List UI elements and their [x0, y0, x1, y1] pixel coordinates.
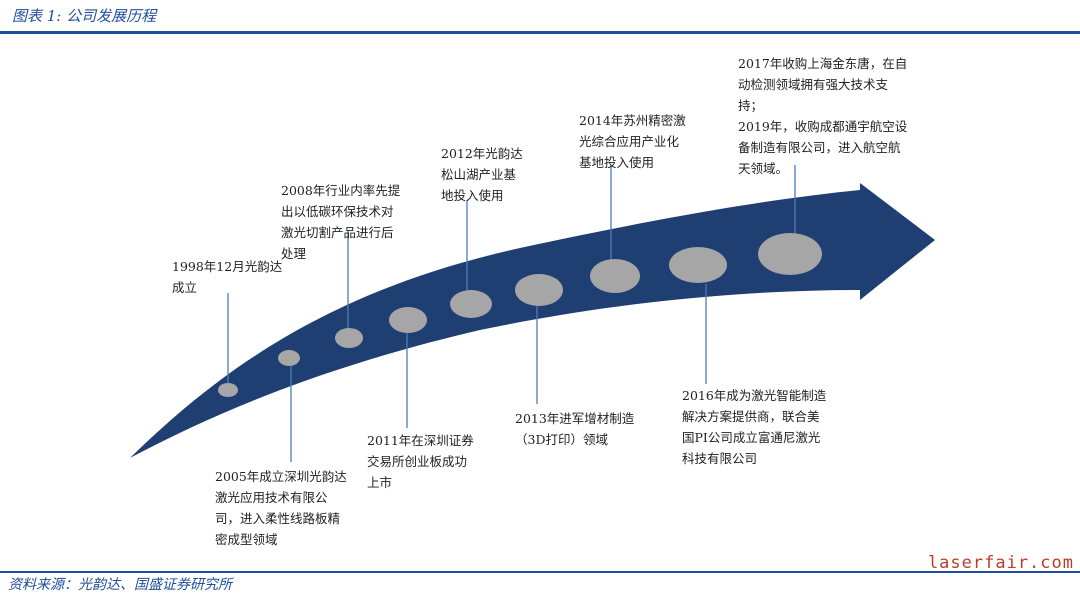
milestone-2013: 2013年进军增材制造 （3D打印）领域 — [515, 411, 635, 447]
milestone-2016: 2016年成为激光智能制造 解决方案提供商，联合美 国PI公司成立富通尼激光 科… — [682, 388, 827, 466]
milestone-node — [218, 383, 238, 397]
milestone-2005: 2005年成立深圳光韵达 激光应用技术有限公 司，进入柔性线路板精 密成型领域 — [215, 469, 347, 547]
milestone-node — [758, 233, 822, 275]
milestone-node — [590, 259, 640, 293]
milestone-1998: 1998年12月光韵达 成立 — [172, 259, 283, 295]
milestone-2014: 2014年苏州精密激 光综合应用产业化 基地投入使用 — [579, 113, 686, 170]
milestone-2012: 2012年光韵达 松山湖产业基 地投入使用 — [441, 146, 523, 203]
figure-title: 图表 1: 公司发展历程 — [12, 7, 157, 25]
milestone-node — [669, 247, 727, 283]
milestone-node — [389, 307, 427, 333]
milestone-node — [278, 350, 300, 366]
milestone-node — [450, 290, 492, 318]
milestone-node — [335, 328, 363, 348]
milestone-2017-2019: 2017年收购上海金东唐，在自 动检测领域拥有强大技术支 持； 2019年，收购… — [738, 56, 908, 176]
milestone-node — [515, 274, 563, 306]
source-note: 资料来源：光韵达、国盛证券研究所 — [8, 577, 232, 593]
watermark: laserfair.com — [927, 553, 1074, 573]
top-divider — [0, 31, 1080, 34]
timeline-arrow — [130, 183, 935, 458]
bottom-divider — [0, 571, 1080, 573]
milestone-2008: 2008年行业内率先提 出以低碳环保技术对 激光切割产品进行后 处理 — [281, 183, 401, 261]
milestone-2011: 2011年在深圳证券 交易所创业板成功 上市 — [367, 433, 474, 490]
